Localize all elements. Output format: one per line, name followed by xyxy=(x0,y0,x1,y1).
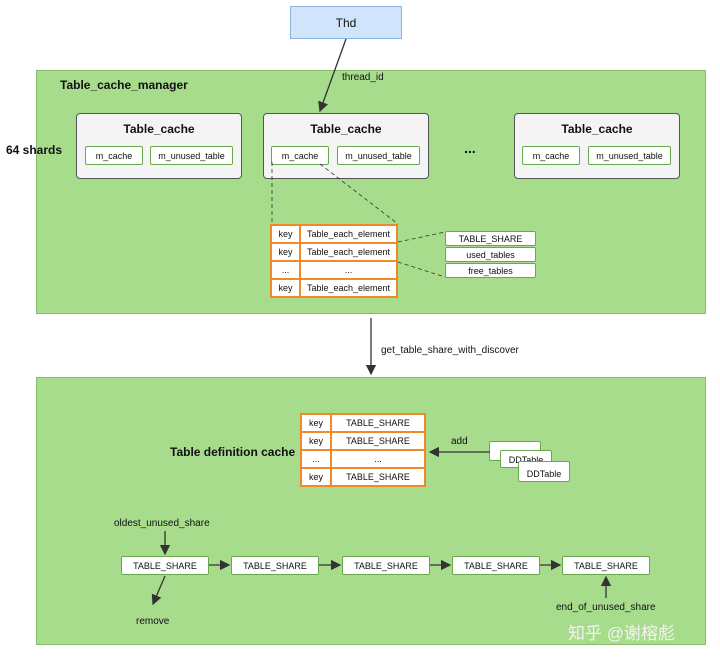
element-dash-top xyxy=(397,231,446,243)
unused-share-node: TABLE_SHARE xyxy=(452,556,540,575)
value-cell: Table_each_element xyxy=(299,224,398,244)
m-unused-table-field: m_unused_table xyxy=(150,146,233,165)
key-cell: key xyxy=(270,224,301,244)
get-share-label: get_table_share_with_discover xyxy=(381,345,519,356)
thd-box: Thd xyxy=(290,6,402,39)
value-cell: TABLE_SHARE xyxy=(330,413,426,433)
watermark: 知乎 @谢榕彪 xyxy=(568,624,675,643)
value-cell: Table_each_element xyxy=(299,278,398,298)
value-cell: Table_each_element xyxy=(299,242,398,262)
table-cache-title: Table_cache xyxy=(561,122,633,136)
table-cache-title: Table_cache xyxy=(310,122,382,136)
ddtable-card-front: DDTable xyxy=(518,461,570,482)
m-cache-field: m_cache xyxy=(522,146,580,165)
value-cell: TABLE_SHARE xyxy=(330,467,426,487)
key-cell: ... xyxy=(300,449,332,469)
key-cell: key xyxy=(300,431,332,451)
table-cache-box-2: Table_cache m_cache m_unused_table xyxy=(263,113,429,179)
unused-share-node: TABLE_SHARE xyxy=(231,556,319,575)
m-unused-table-field: m_unused_table xyxy=(337,146,420,165)
table-cache-box-3: Table_cache m_cache m_unused_table xyxy=(514,113,680,179)
table-cache-box-1: Table_cache m_cache m_unused_table xyxy=(76,113,242,179)
table-row: ...... xyxy=(270,260,398,280)
unused-share-node: TABLE_SHARE xyxy=(121,556,209,575)
element-table-share: TABLE_SHARE xyxy=(445,231,536,246)
m-cache-field: m_cache xyxy=(271,146,329,165)
thread-id-label: thread_id xyxy=(342,72,384,83)
shards-label: 64 shards xyxy=(6,143,63,157)
remove-arrow xyxy=(151,575,166,606)
unused-share-node: TABLE_SHARE xyxy=(562,556,650,575)
element-dash-bottom xyxy=(397,261,446,278)
add-label: add xyxy=(451,436,468,447)
element-free-tables: free_tables xyxy=(445,263,536,278)
oldest-unused-share-label: oldest_unused_share xyxy=(114,518,210,529)
key-cell: key xyxy=(300,413,332,433)
tdc-title: Table definition cache xyxy=(170,445,296,459)
end-of-unused-share-label: end_of_unused_share xyxy=(556,602,656,613)
thd-label: Thd xyxy=(335,15,357,30)
key-cell: ... xyxy=(270,260,301,280)
m-cache-field: m_cache xyxy=(85,146,143,165)
element-used-tables: used_tables xyxy=(445,247,536,262)
shard-ellipsis: ... xyxy=(464,140,476,156)
table-row: ...... xyxy=(300,449,426,469)
value-cell: ... xyxy=(330,449,426,469)
table-cache-title: Table_cache xyxy=(123,122,195,136)
remove-label: remove xyxy=(136,616,170,627)
manager-title: Table_cache_manager xyxy=(60,78,188,92)
m-cache-dash-right xyxy=(319,163,399,225)
key-cell: key xyxy=(270,278,301,298)
unused-share-node: TABLE_SHARE xyxy=(342,556,430,575)
value-cell: TABLE_SHARE xyxy=(330,431,426,451)
value-cell: ... xyxy=(299,260,398,280)
key-cell: key xyxy=(270,242,301,262)
thd-to-table-cache-arrow xyxy=(318,38,347,113)
key-cell: key xyxy=(300,467,332,487)
m-unused-table-field: m_unused_table xyxy=(588,146,671,165)
